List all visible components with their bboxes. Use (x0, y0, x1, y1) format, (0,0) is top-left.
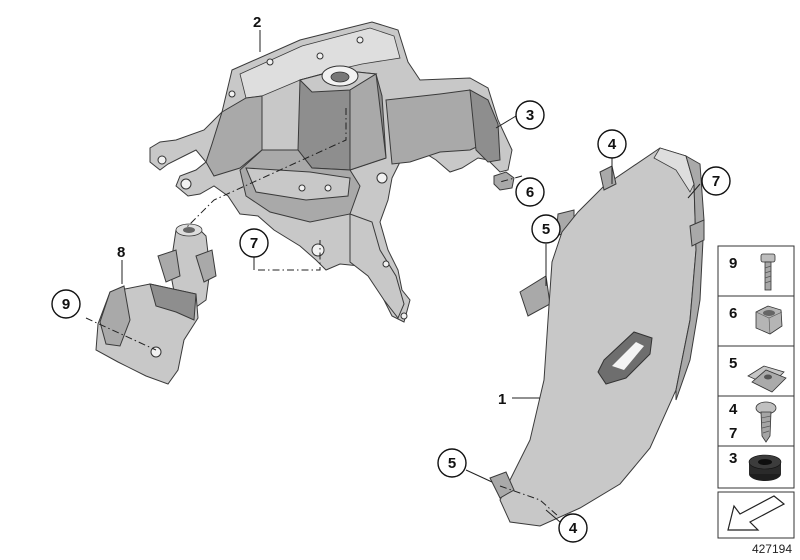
callout-4-top-label: 4 (608, 136, 617, 153)
parts-legend: 9 6 5 (717, 245, 795, 539)
callout-5-top-label: 5 (542, 221, 550, 238)
callout-9: 9 (51, 289, 81, 319)
assembly-lines (85, 108, 559, 517)
callout-1-label: 1 (498, 391, 506, 408)
callout-8-label: 8 (117, 244, 125, 261)
callout-5-top: 5 (531, 214, 561, 244)
direction-arrow-icon (727, 495, 786, 531)
legend-6-label: 6 (729, 305, 737, 322)
trim-panel-part-1 (489, 147, 705, 527)
legend-3-label: 3 (729, 450, 737, 467)
legend-5-label: 5 (729, 355, 737, 372)
callout-4-bottom: 4 (558, 513, 588, 543)
legend-row-3: 3 (717, 445, 795, 489)
legend-row-5: 5 (717, 345, 795, 397)
legend-row-6: 6 (717, 295, 795, 347)
callout-6-label: 6 (526, 184, 534, 201)
bolt-icon (760, 253, 776, 291)
grommet-icon (748, 454, 782, 481)
legend-row-9: 9 (717, 245, 795, 297)
legend-7-label: 7 (729, 425, 737, 442)
callout-8: 8 (117, 244, 125, 261)
hex-nut-icon (755, 305, 783, 335)
callout-7-right-label: 7 (712, 173, 720, 190)
callout-2-label: 2 (253, 14, 261, 31)
callout-1: 1 (498, 391, 506, 408)
callout-5-bottom-label: 5 (448, 455, 456, 472)
callout-6: 6 (515, 177, 545, 207)
main-bracket-part (149, 21, 513, 323)
legend-row-4-7: 4 7 (717, 395, 795, 447)
legend-arrow-box (717, 491, 795, 539)
callout-3-label: 3 (526, 107, 534, 124)
callout-7-left: 7 (239, 228, 269, 258)
callout-7-right: 7 (701, 166, 731, 196)
screw-icon (755, 401, 777, 443)
callout-9-label: 9 (62, 296, 70, 313)
callout-4-top: 4 (597, 129, 627, 159)
callout-4-bottom-label: 4 (569, 520, 578, 537)
reference-number: 427194 (752, 542, 792, 556)
clip-nut-icon (747, 365, 787, 393)
callout-3: 3 (515, 100, 545, 130)
callout-5-bottom: 5 (437, 448, 467, 478)
callout-7-left-label: 7 (250, 235, 258, 252)
leader-lines (121, 30, 701, 523)
callout-2: 2 (253, 14, 261, 31)
bracket-part-8 (95, 223, 217, 385)
legend-4-label: 4 (729, 401, 738, 418)
legend-9-label: 9 (729, 255, 737, 272)
